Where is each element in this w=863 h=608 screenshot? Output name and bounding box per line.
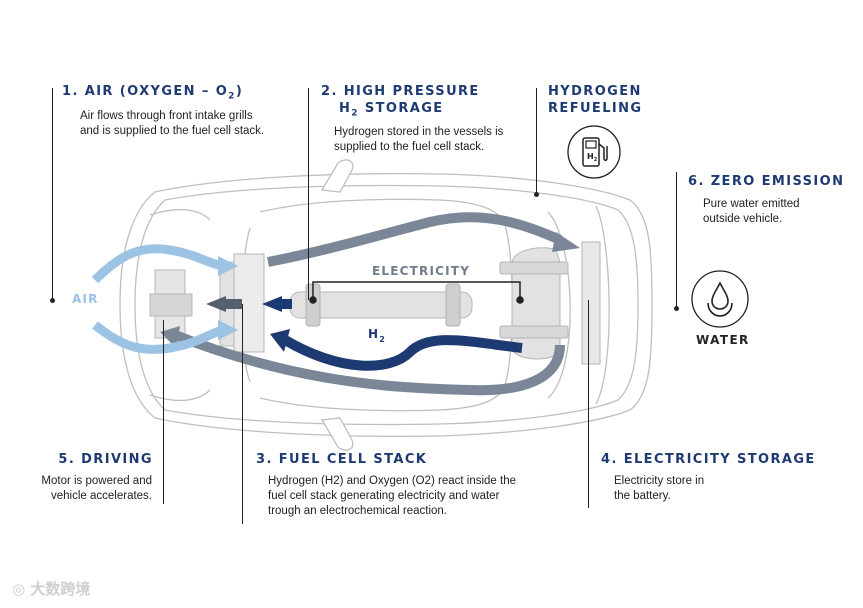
fuel-cell-description: Hydrogen (H2) and Oxygen (O2) react insi…: [268, 475, 517, 517]
air-title: 1. AIR (OXYGEN – O2): [62, 84, 244, 102]
air-flow-arrows: [91, 244, 224, 354]
electricity-storage-description: Electricity store in the battery.: [614, 475, 705, 502]
electricity-label: ELECTRICITY: [372, 264, 470, 278]
electricity-storage-title: 4. ELECTRICITY STORAGE: [601, 452, 816, 467]
air-arrow-heads: [218, 256, 238, 340]
watermark-logo-icon: ◎: [12, 580, 26, 598]
zero-emission-leader-dot: [674, 306, 679, 311]
center-tank: [289, 283, 473, 327]
svg-text:H2: H2: [587, 152, 598, 163]
air-leader-dot: [50, 298, 55, 303]
side-mirrors: [320, 159, 354, 451]
zero-emission-title: 6. ZERO EMISSION: [688, 174, 845, 189]
electricity-wire: [309, 281, 524, 304]
storage-description: Hydrogen stored in the vessels is suppli…: [334, 126, 504, 153]
storage-title: 2. HIGH PRESSURE H2 STORAGE: [321, 84, 480, 119]
refueling-leader-dot: [534, 192, 539, 197]
driving-title: 5. DRIVING: [58, 452, 153, 467]
water-drop-icon: [690, 269, 750, 329]
electricity-flow-arrows: [160, 212, 580, 396]
air-description: Air flows through front intake grills an…: [80, 110, 265, 137]
refueling-leader-line: [536, 88, 537, 196]
water-label: WATER: [696, 333, 750, 347]
air-leader-line: [52, 88, 53, 300]
hydrogen-tank: [499, 241, 601, 365]
driving-description: Motor is powered and vehicle accelerates…: [41, 475, 152, 502]
fuel-pump-icon: H2: [566, 124, 622, 180]
air-label: AIR: [72, 292, 99, 306]
h2-label: H2: [368, 327, 386, 344]
hydrogen-flow-arrow: [262, 296, 523, 371]
electricity-storage-leader-line: [588, 300, 589, 508]
driving-leader-line: [163, 320, 164, 504]
zero-emission-leader-line: [676, 172, 677, 310]
storage-leader-line: [308, 88, 309, 300]
fuel-cell-leader-line: [242, 304, 243, 524]
refueling-title: HYDROGEN REFUELING: [548, 84, 643, 116]
zero-emission-description: Pure water emitted outside vehicle.: [703, 198, 800, 225]
watermark: ◎ 大数跨境: [12, 580, 91, 598]
fuel-cell-title: 3. FUEL CELL STACK: [256, 452, 428, 467]
